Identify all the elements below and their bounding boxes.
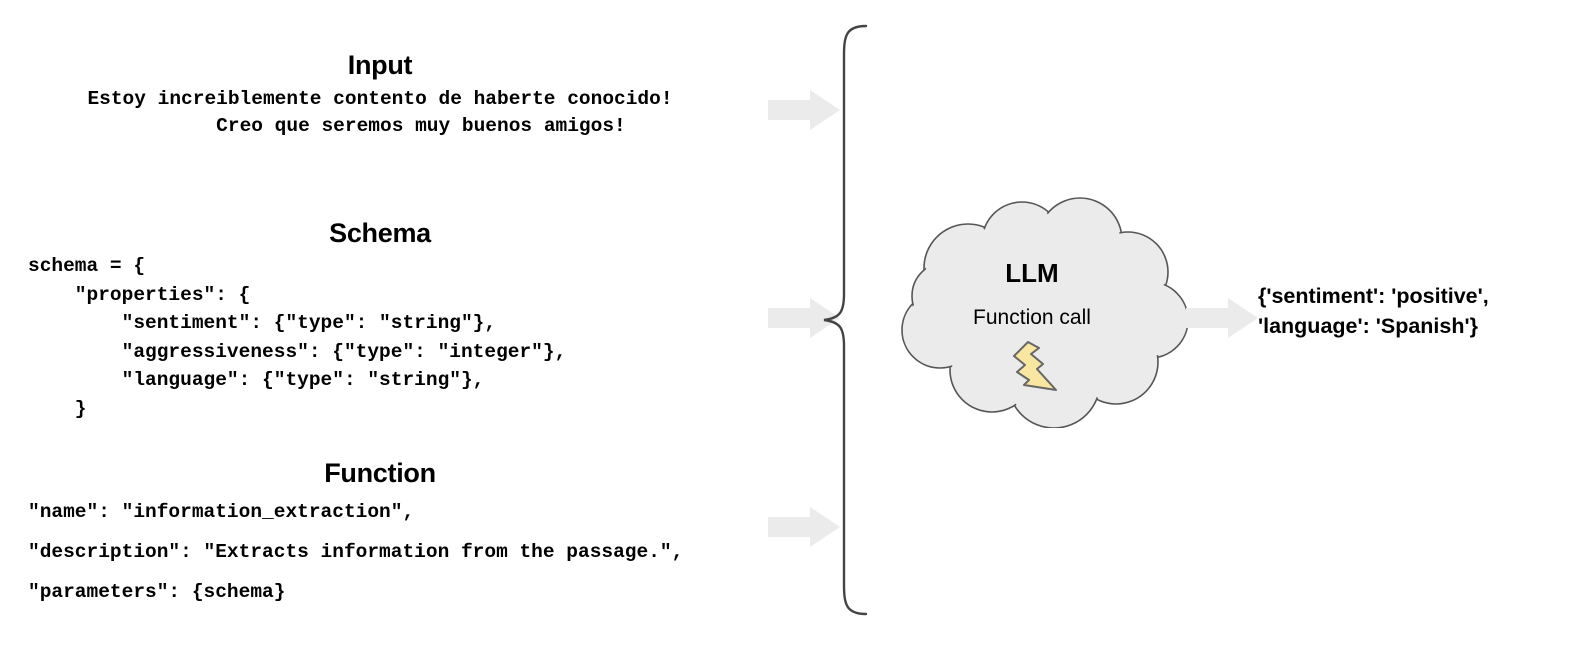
arrow-right-icon-function (768, 507, 840, 547)
arrow-right-icon-output (1186, 298, 1258, 338)
arrow-shaft (768, 100, 812, 120)
curly-brace-icon (823, 24, 868, 616)
arrow-head (1228, 298, 1258, 338)
schema-section-code: schema = { "properties": { "sentiment": … (28, 255, 567, 420)
arrow-head (810, 507, 840, 547)
cloud-shape-icon (901, 197, 1188, 428)
arrow-shaft (1186, 308, 1230, 328)
arrow-shaft (768, 308, 812, 328)
arrow-shaft (768, 517, 812, 537)
schema-section-title: Schema (329, 218, 431, 248)
output-text: {'sentiment': 'positive', 'language': 'S… (1258, 284, 1489, 338)
input-section-title: Input (347, 50, 413, 80)
function-section-code: "name": "information_extraction", "descr… (28, 501, 684, 603)
arrow-right-icon-input (768, 90, 840, 130)
input-section-text: Estoy increiblemente contento de haberte… (87, 88, 673, 137)
function-section-title: Function (324, 458, 436, 488)
arrow-head (810, 90, 840, 130)
